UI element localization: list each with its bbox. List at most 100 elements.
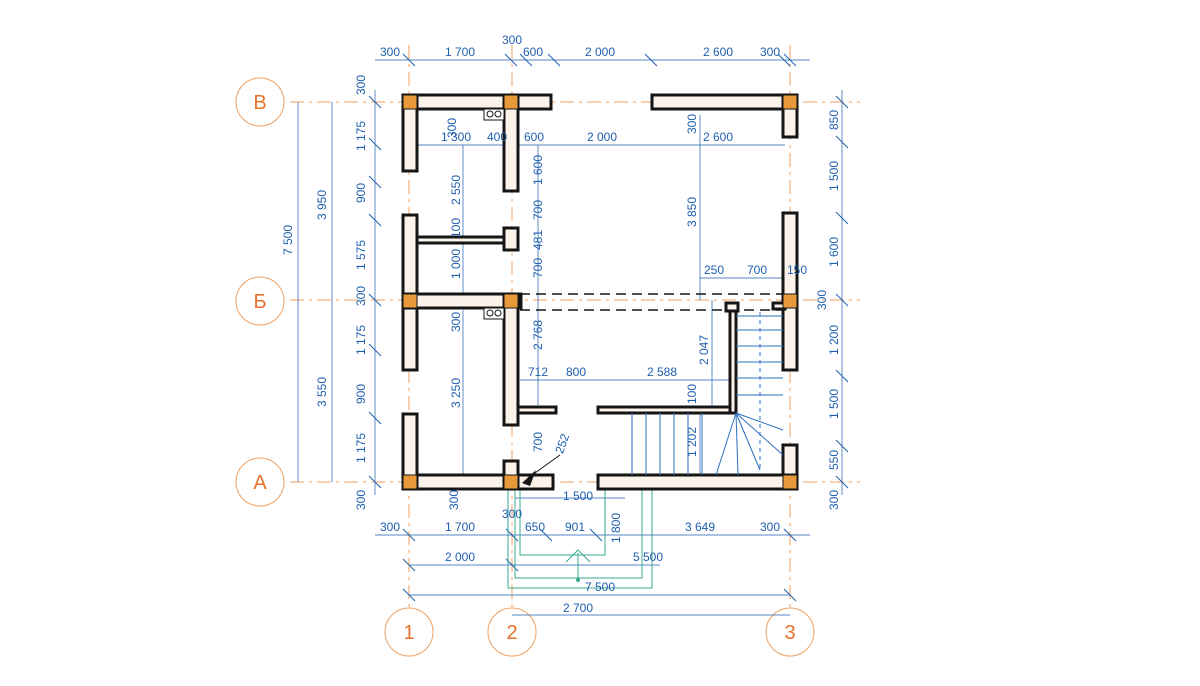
dim-inner-2600: 2 600	[703, 130, 733, 144]
dim-bottom-2000: 2 000	[445, 550, 475, 564]
partition-stair-vertical	[728, 303, 738, 415]
partition-stair-top	[724, 301, 740, 313]
axis-bubble-row-a: А	[235, 457, 285, 507]
dim-top-1700: 1 700	[445, 45, 475, 59]
dim-int-150: 150	[787, 263, 807, 277]
dim-left-3550: 3 550	[315, 377, 329, 407]
dim-left-300-b: 300	[354, 286, 368, 306]
walls	[401, 93, 799, 491]
dim-inner-600: 600	[524, 130, 544, 144]
dim-left-900-b: 900	[354, 384, 368, 404]
axis-bubble-row-b: Б	[235, 276, 285, 326]
axis-label-col-3: 3	[784, 622, 795, 644]
dim-int-100-stair: 100	[685, 384, 699, 404]
columns	[402, 94, 798, 490]
toilet-icon	[483, 108, 505, 121]
axis-label-row-a: А	[253, 472, 267, 494]
dim-int-2550: 2 550	[449, 175, 463, 205]
dim-left-1575: 1 575	[354, 240, 368, 270]
dim-right-300-b: 300	[827, 490, 841, 510]
axis-label-row-b: Б	[253, 291, 266, 313]
dim-right-300-a: 300	[815, 290, 829, 310]
column-a3	[782, 474, 798, 490]
dim-int-700-b: 700	[531, 258, 545, 278]
dimension-lines	[297, 59, 843, 616]
partition-hall-right	[596, 405, 738, 415]
dim-int-300-top: 300	[685, 114, 699, 134]
column-b2	[503, 293, 519, 309]
dim-left-300-c: 300	[354, 490, 368, 510]
dim-int-252: 252	[552, 432, 572, 456]
dim-int-100: 100	[449, 218, 463, 238]
dim-left-300-a: 300	[354, 75, 368, 95]
dim-int-1000: 1 000	[449, 249, 463, 279]
dim-bottom-300-axis2: 300	[502, 507, 522, 521]
dim-int-2047: 2 047	[697, 335, 711, 365]
dim-bottom-300-right: 300	[760, 520, 780, 534]
dim-int-300-mid: 300	[449, 312, 463, 332]
partition-hall-left	[516, 405, 558, 415]
entry-path-lines	[507, 488, 653, 589]
dim-int-700-c: 700	[531, 432, 545, 452]
stair-winder	[735, 412, 784, 431]
staircase	[631, 312, 784, 476]
dim-right-1600: 1 600	[827, 237, 841, 267]
dim-bottom-1700: 1 700	[445, 520, 475, 534]
dim-right-550: 550	[827, 450, 841, 470]
dim-right-1500-a: 1 500	[827, 161, 841, 191]
wall-interior-lower	[502, 292, 520, 427]
column-a2	[503, 474, 519, 490]
dim-top-300-b: 300	[502, 33, 522, 47]
dim-int-2588: 2 588	[647, 365, 677, 379]
dim-bottom-2700: 2 700	[563, 601, 593, 615]
dim-int-250: 250	[704, 263, 724, 277]
column-v2	[503, 94, 519, 110]
dim-int-712: 712	[528, 365, 548, 379]
dim-right-850: 850	[827, 110, 841, 130]
column-b3	[782, 293, 798, 309]
dim-top-2600: 2 600	[703, 45, 733, 59]
fixtures	[483, 108, 505, 320]
dim-int-2768: 2 768	[531, 320, 545, 350]
dim-bottom-7500: 7 500	[585, 580, 615, 594]
dim-int-700-a: 700	[531, 200, 545, 220]
dim-bottom-901: 901	[565, 520, 585, 534]
dim-left-1175-a: 1 175	[354, 121, 368, 151]
dim-inner-300: 300	[445, 118, 459, 138]
dim-top-300-c: 300	[760, 45, 780, 59]
dim-bottom-300-inner: 300	[447, 490, 461, 510]
dim-bottom-1500: 1 500	[563, 489, 593, 503]
dim-left-3950: 3 950	[315, 190, 329, 220]
wall-top-right	[650, 93, 799, 111]
axis-label-row-v: В	[253, 92, 266, 114]
dim-bottom-3649: 3 649	[685, 520, 715, 534]
dim-bottom-650: 650	[525, 520, 545, 534]
dim-right-1200: 1 200	[827, 325, 841, 355]
wall-top-left	[401, 93, 553, 111]
dimension-ticks	[368, 53, 849, 602]
dim-inner-2000: 2 000	[587, 130, 617, 144]
stair-winder	[735, 412, 739, 476]
dim-int-1202: 1 202	[685, 427, 699, 457]
dim-inner-1300: 1 300	[441, 130, 471, 144]
dim-bottom-300-left: 300	[380, 520, 400, 534]
dim-bottom-5500: 5 500	[633, 550, 663, 564]
axis-bubble-col-3: 3	[765, 607, 815, 657]
axis-bubble-row-v: В	[235, 77, 285, 127]
dimension-labels: 300 1 700 300 600 2 000 2 600 300 300 1 …	[281, 33, 841, 615]
axis-bubble-col-2: 2	[487, 607, 537, 657]
dim-top-300-a: 300	[380, 45, 400, 59]
dim-left-1175-b: 1 175	[354, 325, 368, 355]
dim-left-7500: 7 500	[281, 225, 295, 255]
stair-winder	[735, 412, 761, 471]
dim-bottom-1800: 1 800	[609, 513, 623, 543]
entry-arrow-icon	[522, 454, 561, 486]
column-b1	[402, 293, 418, 309]
column-v1	[402, 94, 418, 110]
beam-dashed-lines	[520, 293, 790, 311]
dim-int-3850: 3 850	[685, 197, 699, 227]
dim-top-2000: 2 000	[585, 45, 615, 59]
dim-int-481: 481	[531, 230, 545, 250]
stair-winder	[715, 412, 737, 476]
